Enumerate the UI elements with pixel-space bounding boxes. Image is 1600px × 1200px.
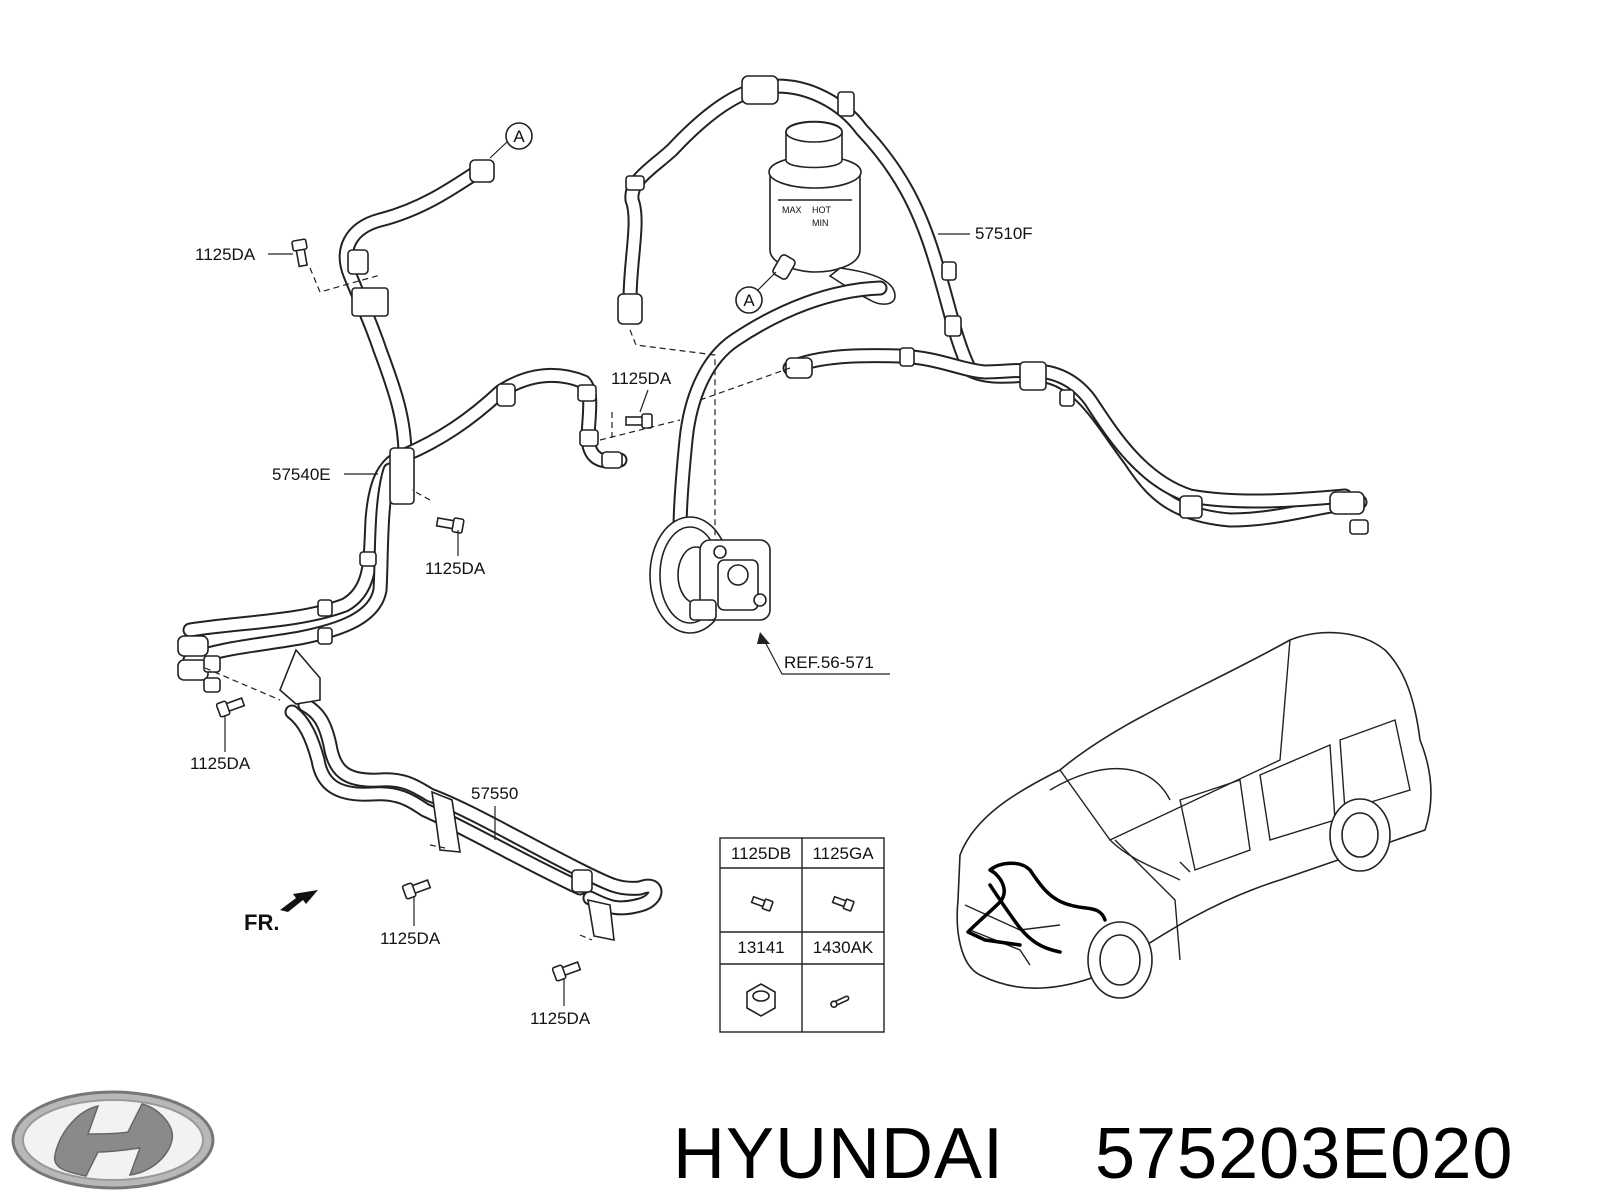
bolt-icon [831, 895, 855, 912]
cooler-tube [279, 648, 663, 941]
bolt-icon [291, 238, 308, 268]
front-label: FR. [244, 910, 279, 935]
power-steering-pump [649, 516, 771, 634]
reservoir-hot-mark: HOT [812, 205, 832, 215]
part-number: 575203E020 [1095, 1114, 1513, 1194]
connector-marker-reservoir: A [735, 271, 777, 314]
bolts [215, 238, 653, 982]
table-header-1125db: 1125DB [731, 844, 791, 863]
callout-1125da-bottom-1: 1125DA [380, 929, 441, 948]
callout-1125da-top: 1125DA [195, 245, 256, 264]
table-header-13141: 13141 [737, 938, 784, 957]
reservoir-min-mark: MIN [812, 218, 829, 228]
callout-labels: 1125DA 1125DA 57510F 57540E 1125DA 1125D… [190, 224, 1033, 1028]
callout-57540e: 57540E [272, 465, 331, 484]
table-header-1125ga: 1125GA [812, 844, 874, 863]
bolt-icon [551, 961, 582, 982]
vehicle-illustration [956, 631, 1432, 999]
callout-57510f: 57510F [975, 224, 1033, 243]
nut-icon [746, 983, 776, 1017]
high-pressure-hose [617, 75, 1369, 535]
suction-hose [672, 280, 888, 538]
callout-1125da-mid: 1125DA [425, 559, 486, 578]
bolt-icon [750, 895, 774, 912]
alignment-lines [204, 267, 791, 941]
callout-57550: 57550 [471, 784, 518, 803]
clip-icon [830, 995, 850, 1009]
reservoir-max-mark: MAX [782, 205, 802, 215]
callout-1125da-bottom-2: 1125DA [530, 1009, 591, 1028]
parts-table: 1125DB 1125GA 13141 1430AK [719, 837, 885, 1033]
bolt-icon [625, 413, 653, 429]
front-indicator: FR. [244, 890, 318, 935]
bolt-icon [401, 879, 432, 900]
hyundai-logo [11, 1090, 215, 1190]
table-header-1430ak: 1430AK [813, 938, 874, 957]
callout-ref-pump: REF.56-571 [784, 653, 874, 672]
return-hose [177, 159, 628, 693]
connector-a-label: A [743, 291, 755, 310]
bolt-icon [435, 517, 465, 534]
callout-1125da-center: 1125DA [611, 369, 672, 388]
brand-name: HYUNDAI [673, 1114, 1004, 1194]
connector-marker-top: A [489, 122, 533, 159]
connector-a-label: A [513, 127, 525, 146]
front-arrow-icon [280, 890, 318, 912]
bolt-icon [215, 697, 246, 718]
callout-1125da-lower: 1125DA [190, 754, 251, 773]
